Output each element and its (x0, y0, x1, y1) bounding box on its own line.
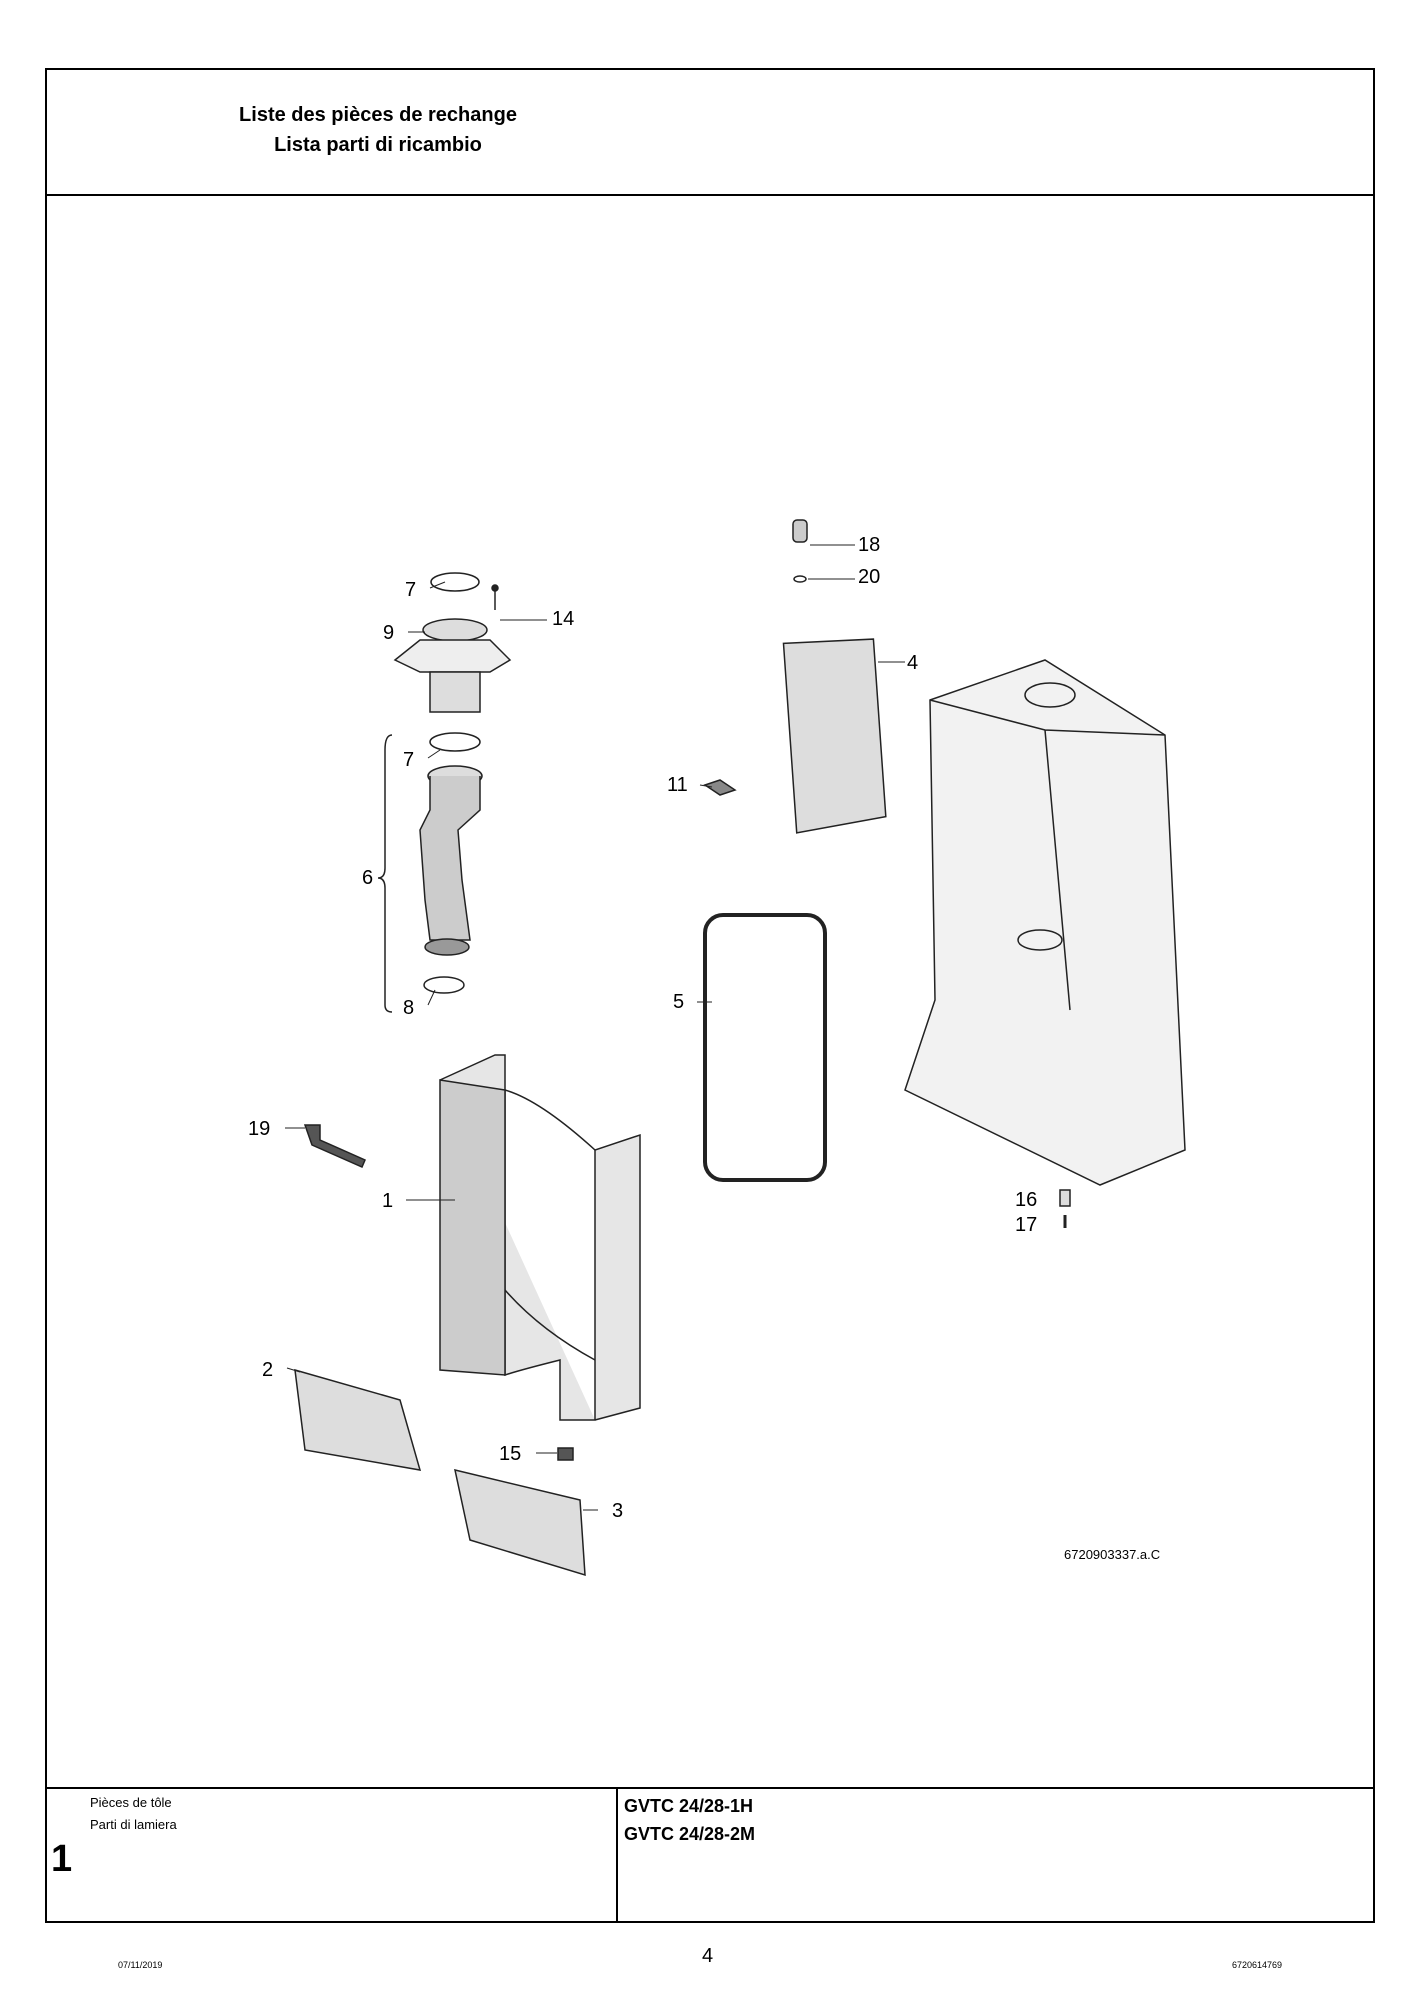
callout-16: 16 (1015, 1189, 1038, 1211)
callout-17: 17 (1015, 1214, 1038, 1236)
panel-3-drawing (454, 1468, 586, 1577)
callout-11: 11 (667, 774, 688, 796)
title-italian: Lista parti di ricambio (274, 134, 482, 156)
callout-7b: 7 (403, 749, 415, 771)
clip-15-drawing (557, 1447, 574, 1461)
callout-20: 20 (858, 566, 881, 588)
part-19-drawing (303, 1124, 366, 1168)
document-code: 6720614769 (1232, 1960, 1283, 1970)
flue-assembly-drawing (377, 572, 512, 1013)
callout-3: 3 (612, 1500, 624, 1522)
header-divider (45, 194, 1375, 196)
callout-19: 19 (248, 1118, 271, 1140)
boiler-frame-drawing (904, 659, 1186, 1228)
page-frame (45, 68, 1375, 1923)
title-french: Liste des pièces de rechange (239, 104, 517, 126)
callout-7: 7 (405, 579, 417, 601)
group-name-french: Pièces de tôle (90, 1795, 172, 1810)
callout-8: 8 (403, 997, 415, 1019)
front-casing-drawing (439, 1054, 641, 1421)
callout-leaders (285, 544, 905, 1511)
callout-15: 15 (499, 1443, 522, 1465)
page-date: 07/11/2019 (118, 1960, 163, 1970)
group-number: 1 (51, 1838, 73, 1880)
footer-divider (45, 1787, 1375, 1789)
panel-2-drawing (294, 1368, 422, 1471)
diagram-reference: 6720903337.a.C (1064, 1547, 1161, 1562)
callout-1: 1 (382, 1190, 394, 1212)
callout-2: 2 (262, 1359, 274, 1381)
group-name-italian: Parti di lamiera (90, 1817, 177, 1832)
footer-column-divider (616, 1788, 618, 1923)
callout-14: 14 (552, 608, 575, 630)
callout-18: 18 (858, 534, 881, 556)
model-2: GVTC 24/28-2M (624, 1824, 756, 1844)
expansion-vessel-drawing (703, 519, 887, 834)
callout-9: 9 (383, 622, 395, 644)
callout-6: 6 (362, 867, 374, 889)
callout-5: 5 (673, 991, 685, 1013)
callout-4: 4 (907, 652, 919, 674)
gasket-5-drawing (703, 913, 827, 1182)
page-number: 4 (702, 1945, 714, 1967)
model-1: GVTC 24/28-1H (624, 1796, 754, 1816)
